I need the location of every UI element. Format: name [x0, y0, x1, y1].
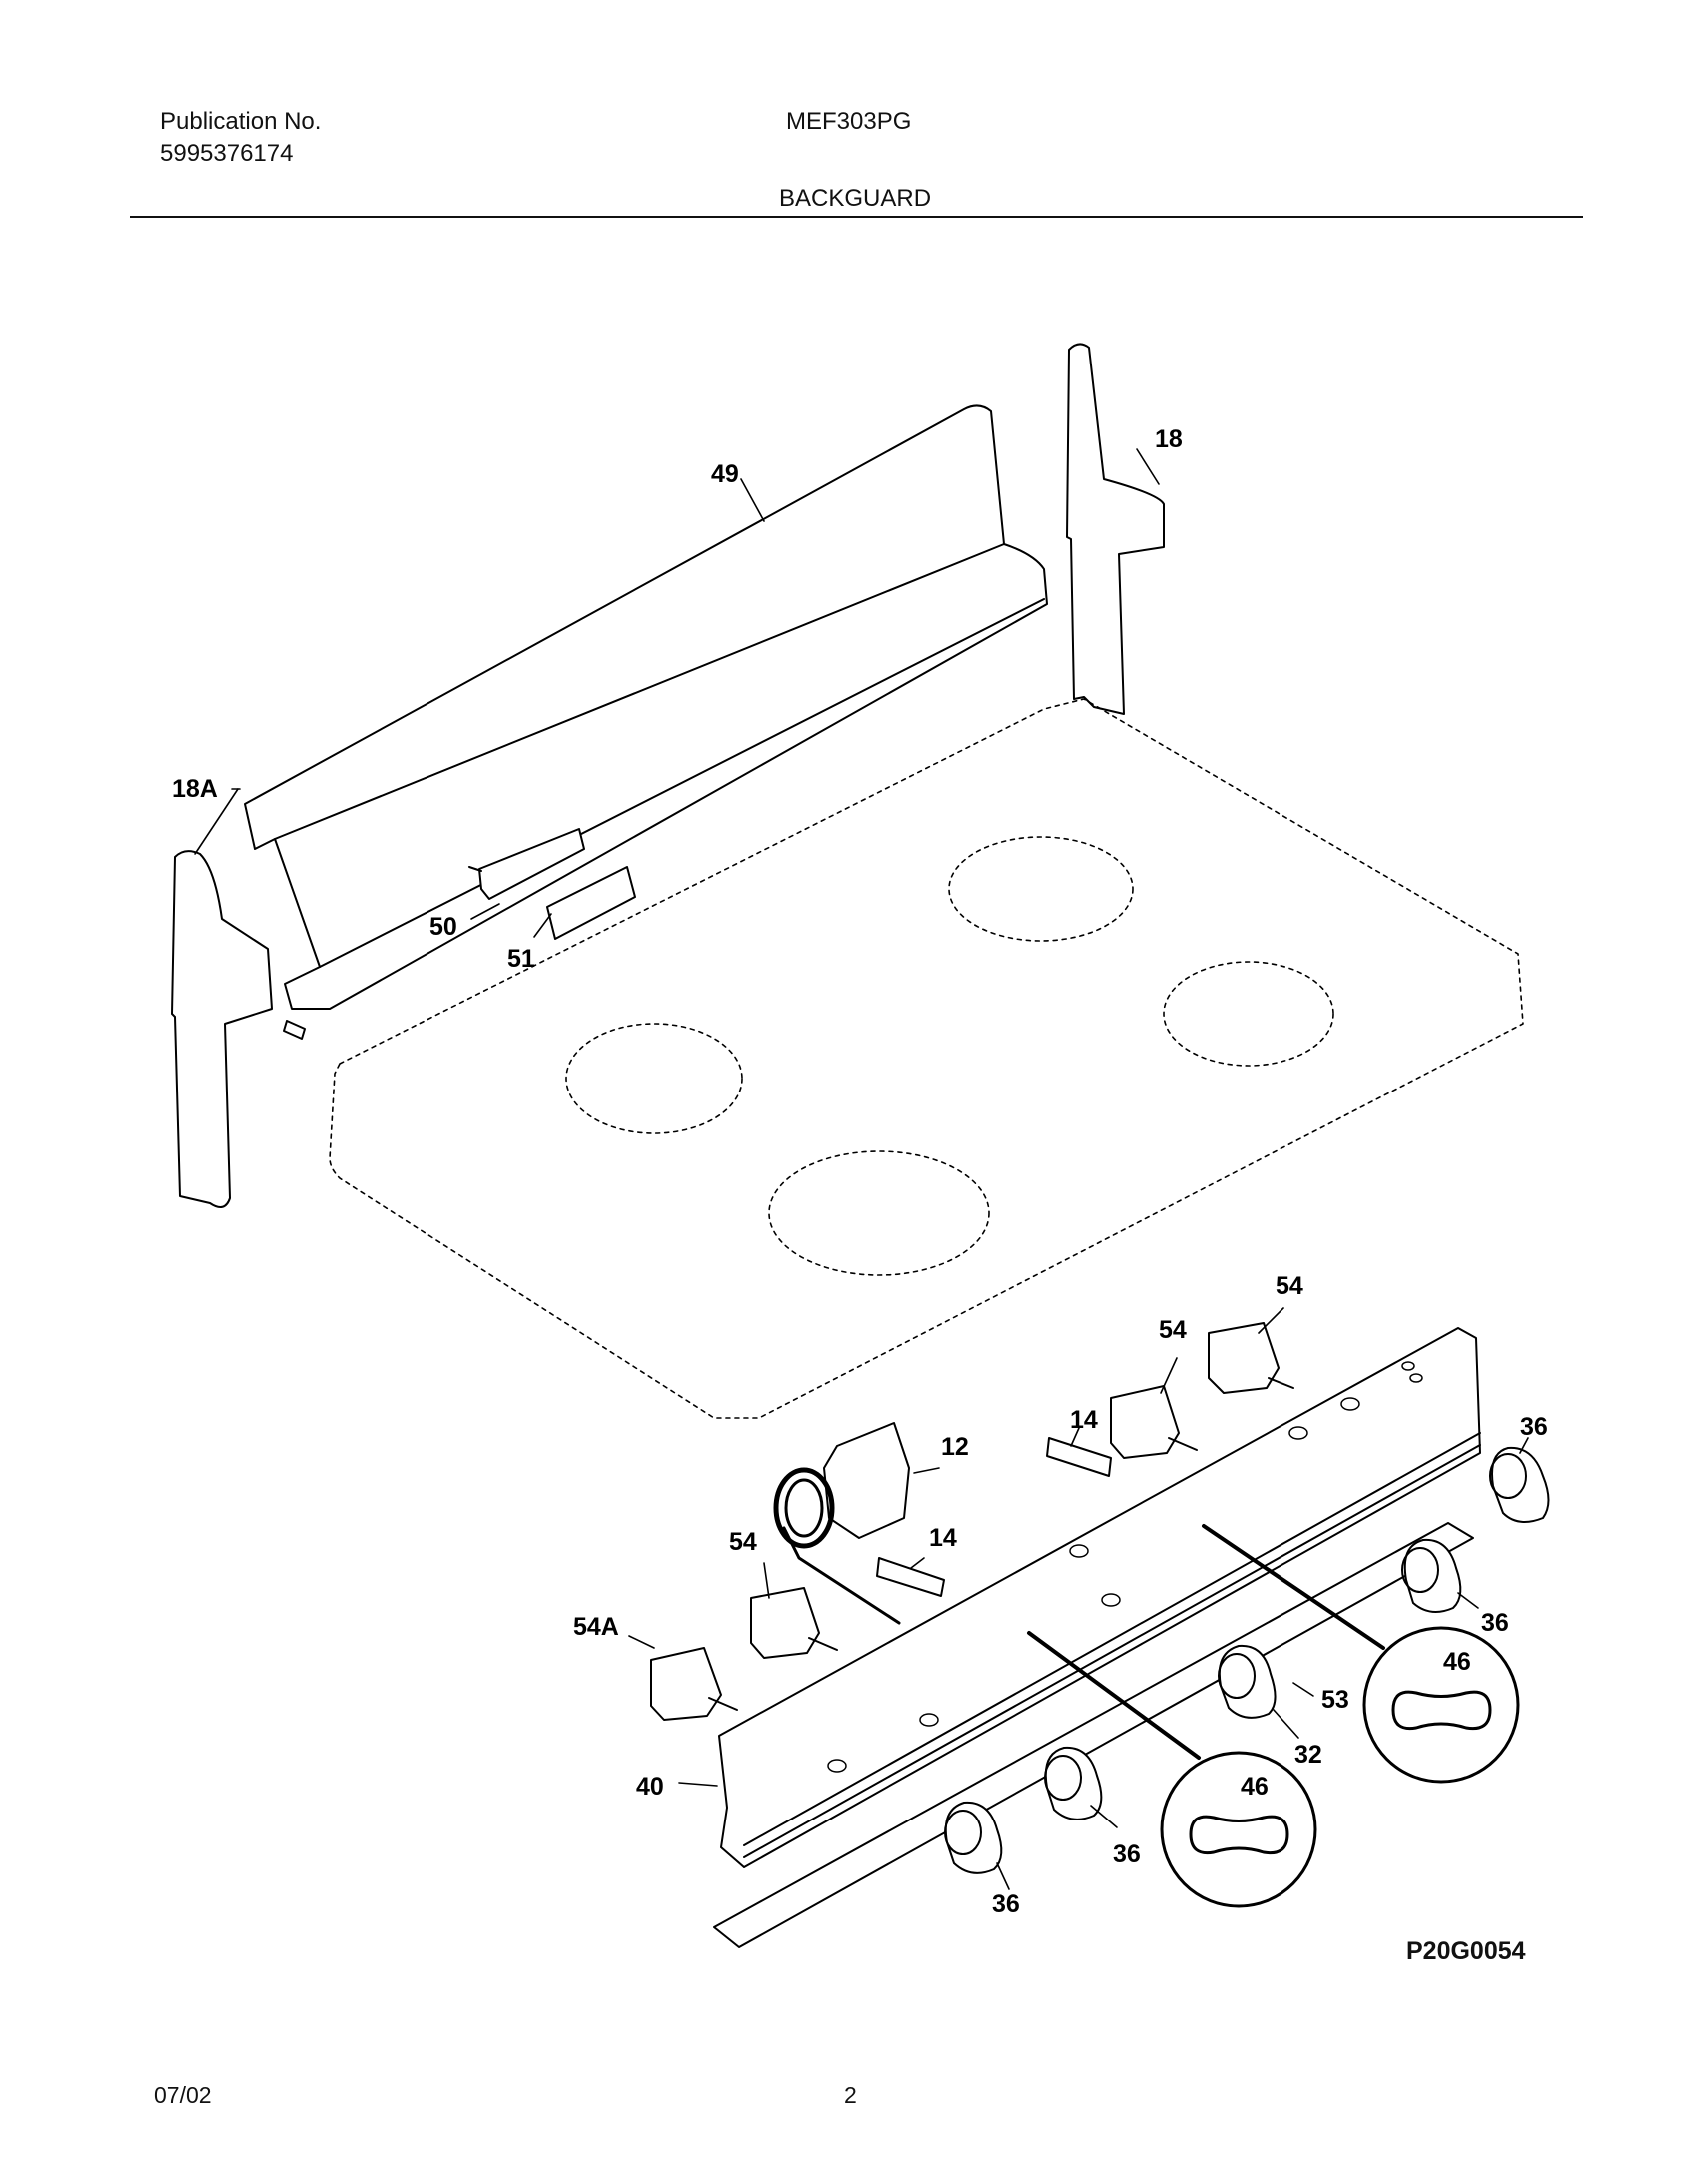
callout-50: 50 [429, 913, 457, 941]
control-panel [718, 1327, 1481, 1868]
callout-36-b: 36 [1481, 1609, 1509, 1637]
terminal-14-top [1046, 1437, 1112, 1477]
clip [468, 828, 585, 900]
knob-36-d [944, 1801, 1003, 1874]
infinite-switch [773, 1422, 910, 1625]
knob-36-b [1401, 1538, 1462, 1613]
switch-54-lower [750, 1587, 838, 1659]
switch-54-mid [1110, 1385, 1198, 1459]
publication-number: 5995376174 [160, 140, 294, 167]
callout-40: 40 [636, 1773, 664, 1801]
callout-53: 53 [1321, 1686, 1349, 1714]
footer-date: 07/02 [154, 2082, 212, 2108]
switch-54-top [1208, 1322, 1294, 1394]
callout-18: 18 [1155, 425, 1183, 453]
callout-46-left: 46 [1241, 1773, 1269, 1801]
knob-shaft-detail-left [1160, 1751, 1317, 1908]
callout-54-mid: 54 [1159, 1316, 1187, 1344]
screw [283, 1020, 306, 1040]
header-rule [130, 216, 1583, 218]
knob-32 [1218, 1644, 1277, 1719]
callout-14-lower: 14 [929, 1524, 957, 1552]
lower-trim [713, 1522, 1474, 1948]
callout-14-top: 14 [1070, 1406, 1098, 1434]
page-number: 2 [844, 2082, 857, 2108]
model-number: MEF303PG [786, 108, 912, 135]
publication-label: Publication No. [160, 108, 322, 135]
detail-pointer-lines [1027, 1524, 1385, 1760]
end-cap-left [171, 850, 273, 1208]
section-title: BACKGUARD [779, 185, 932, 212]
callout-49: 49 [711, 460, 739, 488]
label-plate [546, 866, 636, 940]
knob-shaft-detail-right [1362, 1626, 1520, 1784]
figure-code: P20G0054 [1406, 1937, 1526, 1965]
callout-51: 51 [507, 945, 535, 973]
end-cap-right [1066, 343, 1165, 715]
callout-32: 32 [1294, 1741, 1322, 1769]
cooktop [329, 698, 1524, 1419]
backguard-panel [244, 404, 1048, 1010]
callout-36-c: 36 [1113, 1840, 1141, 1868]
leader-lines [194, 448, 1529, 1890]
panel-holes [827, 1361, 1423, 1773]
terminal-14-lower [876, 1557, 945, 1597]
callout-36-a: 36 [1520, 1413, 1548, 1441]
callout-18a: 18A [172, 775, 218, 803]
callout-54a: 54A [573, 1613, 619, 1641]
switch-54a [650, 1647, 738, 1721]
callout-46-right: 46 [1443, 1648, 1471, 1676]
callout-54-top: 54 [1276, 1272, 1303, 1300]
knob-36-c [1044, 1746, 1103, 1820]
callout-36-d: 36 [992, 1890, 1020, 1918]
callout-12: 12 [941, 1433, 969, 1461]
callout-54-lower: 54 [729, 1528, 757, 1556]
knob-36-a [1489, 1446, 1550, 1523]
